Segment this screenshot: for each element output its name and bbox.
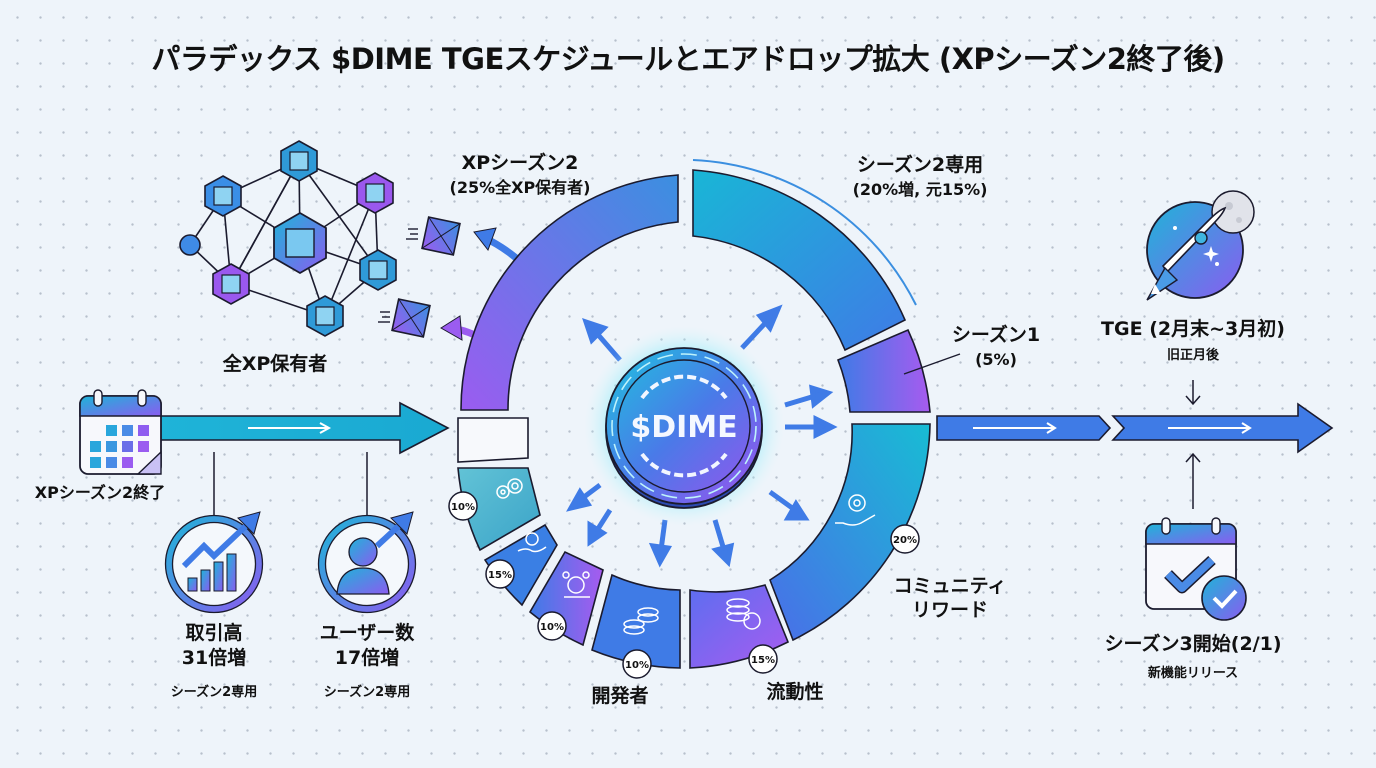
tge-title: TGE (2月末~3月初) xyxy=(1101,318,1285,340)
highlight-arc xyxy=(692,159,917,306)
metric-users-note: シーズン2専用 xyxy=(323,685,411,700)
calendar-icon xyxy=(79,389,162,475)
season2-only-title: シーズン2専用 xyxy=(856,154,984,176)
network-node-hex xyxy=(212,263,250,305)
community-title-line2: リワード xyxy=(911,599,988,621)
dime-coin xyxy=(584,326,784,526)
svg-text:15%: 15% xyxy=(751,655,775,666)
network-node-hex xyxy=(306,295,344,337)
season1-sub: (5%) xyxy=(975,350,1017,369)
pct-badge: 10% xyxy=(448,491,478,521)
svg-text:10%: 10% xyxy=(540,622,564,633)
svg-text:10%: 10% xyxy=(625,660,649,671)
calendar-label: XPシーズン2終了 xyxy=(34,483,166,502)
page-title: パラデックス $DIME TGEスケジュールとエアドロップ拡大 (XPシーズン2… xyxy=(151,42,1225,76)
season1-title: シーズン1 xyxy=(951,324,1041,346)
coins-dollar-icon xyxy=(726,598,761,630)
metric-volume-note: シーズン2専用 xyxy=(170,685,258,700)
timeline-arrow-right-2 xyxy=(1111,402,1334,454)
up-arrow-icon xyxy=(1185,452,1201,509)
arrow-head xyxy=(440,315,463,341)
svg-text:15%: 15% xyxy=(488,570,512,581)
network-node-hex xyxy=(280,140,318,182)
network-node xyxy=(179,234,201,256)
metric-volume-title: 取引高 xyxy=(185,622,243,644)
gears-icon xyxy=(496,478,523,499)
pct-badge: 10% xyxy=(537,611,567,641)
pct-badge: 20% xyxy=(890,524,920,554)
metric-users-title: ユーザー数 xyxy=(319,622,415,644)
tge-sub: 旧正月後 xyxy=(1166,348,1219,363)
network-node-hex xyxy=(359,249,397,291)
motion-lines xyxy=(378,311,390,323)
segment-icons xyxy=(496,478,876,635)
rocket-icon xyxy=(1146,190,1255,301)
developers-title: 開発者 xyxy=(591,685,649,707)
metric-users-value: 17倍増 xyxy=(334,647,400,669)
pct-badges: 10% 15% 10% 10% 15% 20% xyxy=(448,491,920,679)
calendar-check-icon xyxy=(1145,517,1247,621)
timeline-arrow-right-1 xyxy=(936,415,1112,441)
token-icon xyxy=(421,216,461,256)
svg-text:20%: 20% xyxy=(893,535,917,546)
pct-badge: 10% xyxy=(622,649,652,679)
coins-icon xyxy=(623,607,659,635)
motion-lines xyxy=(406,228,418,240)
network-nodes xyxy=(179,140,397,337)
timeline-arrow-left xyxy=(149,401,450,455)
trending-chart-icon xyxy=(164,511,264,614)
metric-volume-value: 31倍増 xyxy=(181,647,247,669)
hand-gear-icon xyxy=(835,494,876,526)
season3-sub: 新機能リリース xyxy=(1147,666,1239,681)
token-icon xyxy=(391,298,431,338)
pct-badge: 15% xyxy=(485,559,515,589)
xp-season2-sub: (25%全XP保有者) xyxy=(449,178,591,197)
arrow-head xyxy=(473,227,497,252)
allocation-ring xyxy=(457,169,931,669)
segment-season2-only xyxy=(692,169,907,352)
segment-community xyxy=(769,423,931,642)
network-node-hex xyxy=(204,175,242,217)
network-node-hex xyxy=(356,172,394,214)
hand-gear-icon xyxy=(517,532,547,553)
xp-season2-title: XPシーズン2 xyxy=(461,152,579,174)
segment-developers xyxy=(591,573,681,669)
pct-badge: 15% xyxy=(748,644,778,674)
robot-icon xyxy=(562,571,590,598)
community-title-line1: コミュニティ xyxy=(893,575,1007,597)
network-node-hex-center xyxy=(273,211,327,275)
segment-season1 xyxy=(836,328,931,413)
segment-xp-season2 xyxy=(460,174,679,411)
liquidity-title: 流動性 xyxy=(766,681,824,703)
segment-blank xyxy=(457,417,529,463)
user-growth-icon xyxy=(317,511,417,614)
svg-text:10%: 10% xyxy=(451,502,475,513)
inner-arrows xyxy=(566,304,838,568)
season2-only-sub: (20%増, 元15%) xyxy=(852,180,988,199)
coin-label: $DIME xyxy=(630,410,737,445)
network-label: 全XP保有者 xyxy=(222,353,328,375)
down-arrow-icon xyxy=(1185,380,1201,406)
season3-title: シーズン3開始(2/1) xyxy=(1104,633,1282,655)
callout-line xyxy=(903,353,961,375)
